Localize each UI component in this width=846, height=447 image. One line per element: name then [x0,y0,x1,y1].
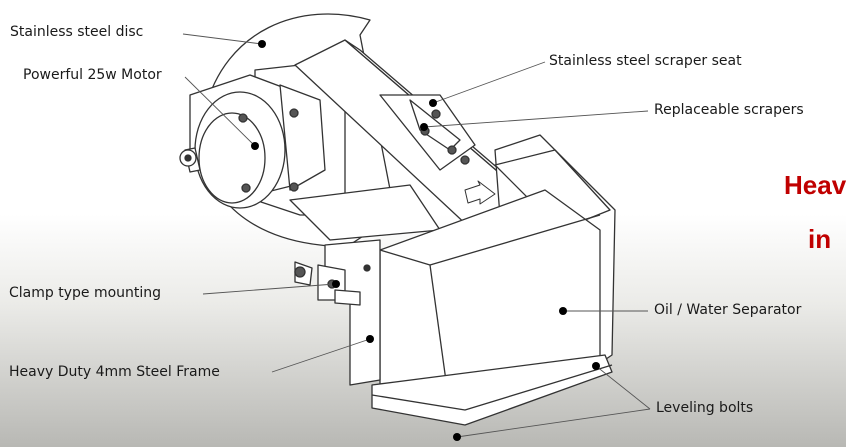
separator-box [379,134,616,411]
callout-dot-bolt-front [453,433,461,441]
base-plate [371,354,613,426]
motor-assembly [179,74,326,209]
label-replaceable-scrapers: Replaceable scrapers [654,102,804,118]
label-scraper-seat: Stainless steel scraper seat [549,53,742,69]
callout-dot-clamp [332,280,340,288]
label-stainless-disc: Stainless steel disc [10,24,144,40]
scraper-seat-bar [294,39,536,229]
clamp-frame [294,239,381,386]
leader-lines [182,33,651,438]
callout-dot-frame [366,335,374,343]
callout-dot-separator [559,307,567,315]
label-clamp-mounting: Clamp type mounting [9,285,162,301]
headline-line-1: Heav [784,170,846,200]
callout-dot-scrapers [420,123,428,131]
callout-dot-disc [258,40,266,48]
callout-dot-scraper-seat [429,99,437,107]
label-oil-water-separator: Oil / Water Separator [654,302,802,318]
label-motor: Powerful 25w Motor [23,67,162,83]
callout-dots [251,40,600,441]
label-steel-frame: Heavy Duty 4mm Steel Frame [9,364,220,380]
callout-dot-motor [251,142,259,150]
callout-dot-bolt-right [592,362,600,370]
headline-line-2: in [808,224,832,254]
label-leveling-bolts: Leveling bolts [656,400,754,416]
